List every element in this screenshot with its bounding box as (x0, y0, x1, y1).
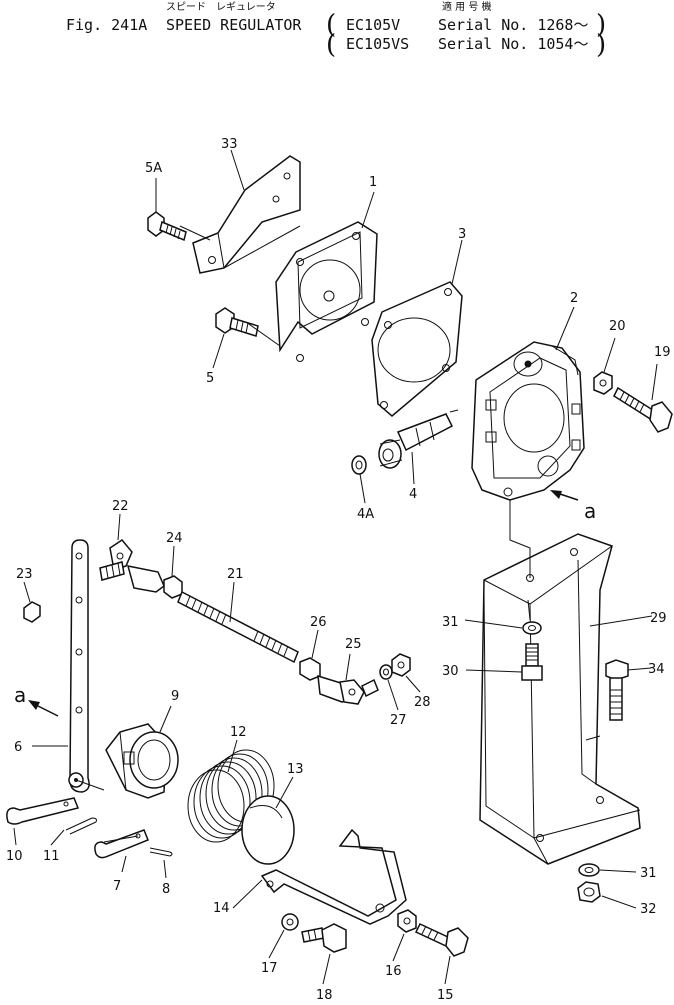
callout-11: 11 (43, 849, 60, 864)
view-arrow-a-left (28, 700, 59, 717)
housing-2 (471, 341, 585, 501)
callout-26: 26 (310, 615, 327, 630)
serial-1: Serial No. 1268～ (438, 16, 589, 34)
model-1: EC105V (346, 16, 401, 34)
washer-27 (379, 664, 393, 680)
nut-32 (577, 881, 601, 903)
paren-close-1: ) (596, 10, 607, 40)
callout-30: 30 (442, 664, 459, 679)
callout-18: 18 (316, 988, 333, 1003)
callout-2: 2 (570, 291, 578, 306)
assembly-lines (75, 225, 531, 843)
model-2: EC105VS (346, 35, 410, 53)
callout-8: 8 (162, 882, 170, 897)
paren-open-1: ( (326, 10, 337, 40)
leader-lines (13, 149, 658, 985)
bolt-30 (521, 643, 543, 681)
bolt-18 (301, 923, 347, 953)
pin-10 (6, 797, 80, 825)
title-japanese: スピード レギュレータ (166, 2, 276, 13)
ball-joint-22 (99, 539, 165, 593)
callout-5: 5 (206, 371, 214, 386)
callout-14: 14 (213, 901, 230, 916)
bolt-5 (215, 307, 259, 337)
paren-open-2: ( (326, 30, 337, 60)
bracket-33 (192, 155, 301, 274)
support-bracket-29 (479, 533, 641, 865)
callout-33: 33 (221, 137, 238, 152)
callout-13: 13 (287, 762, 304, 777)
nut-26 (299, 657, 321, 681)
cover-1 (275, 221, 378, 362)
rod-21 (177, 590, 299, 664)
callout-7: 7 (113, 879, 121, 894)
plunger-4 (378, 409, 459, 469)
applicable-models-japanese: 適 用 号 機 (442, 2, 492, 13)
washer-31-upper (522, 621, 542, 635)
disc-13 (241, 795, 295, 865)
cotter-pin-11 (65, 817, 97, 835)
callout-31-upper: 31 (442, 615, 459, 630)
callout-6: 6 (14, 740, 22, 755)
callout-29: 29 (650, 611, 667, 626)
callout-31-lower: 31 (640, 866, 657, 881)
nut-16 (397, 909, 417, 933)
washer-4A (351, 455, 367, 475)
drawing-header: スピード レギュレータ 適 用 号 機 Fig. 241A SPEED REGU… (0, 0, 674, 60)
callout-20: 20 (609, 319, 626, 334)
callout-23: 23 (16, 567, 33, 582)
nut-28 (391, 653, 411, 677)
serial-2: Serial No. 1054～ (438, 35, 589, 53)
bolt-34 (605, 659, 629, 721)
paren-close-2: ) (596, 30, 607, 60)
figure-title: SPEED REGULATOR (166, 16, 302, 34)
callout-labels: 1 2 3 4 4A 5 5A 6 7 8 9 10 11 12 13 14 1… (6, 137, 671, 1003)
callout-3: 3 (458, 227, 466, 242)
callout-21: 21 (227, 567, 244, 582)
callout-25: 25 (345, 637, 362, 652)
callout-4A: 4A (357, 507, 374, 522)
bolt-15 (414, 923, 469, 957)
washer-31-lower (578, 863, 600, 877)
callout-27: 27 (390, 713, 407, 728)
view-label-a-left: a (14, 683, 26, 707)
bracket-14 (260, 828, 407, 925)
washer-17 (281, 913, 299, 931)
gasket-3 (371, 281, 463, 417)
callout-19: 19 (654, 345, 671, 360)
callout-12: 12 (230, 725, 247, 740)
spring-12 (187, 749, 275, 843)
bolt-19 (613, 386, 673, 433)
callout-9: 9 (171, 689, 179, 704)
figure-number: Fig. 241A (66, 16, 148, 34)
view-arrow-a-right (550, 490, 579, 501)
callout-22: 22 (112, 499, 129, 514)
callout-15: 15 (437, 988, 454, 1003)
callout-10: 10 (6, 849, 23, 864)
callout-1: 1 (369, 175, 377, 190)
callout-17: 17 (261, 961, 278, 976)
callout-4: 4 (409, 487, 417, 502)
ball-joint-25 (317, 674, 379, 705)
nut-20 (593, 371, 613, 395)
nut-23 (23, 601, 41, 623)
pin-7 (94, 829, 149, 859)
bolt-5A (147, 211, 187, 242)
callout-24: 24 (166, 531, 183, 546)
callout-28: 28 (414, 695, 431, 710)
sleeve-9 (105, 723, 179, 799)
lever-6 (68, 539, 90, 793)
view-label-a-right: a (584, 499, 596, 523)
callout-5A: 5A (145, 161, 162, 176)
callout-16: 16 (385, 964, 402, 979)
callout-32: 32 (640, 902, 657, 917)
nut-24 (163, 575, 183, 599)
callout-34: 34 (648, 662, 665, 677)
cotter-pin-8 (149, 847, 173, 857)
